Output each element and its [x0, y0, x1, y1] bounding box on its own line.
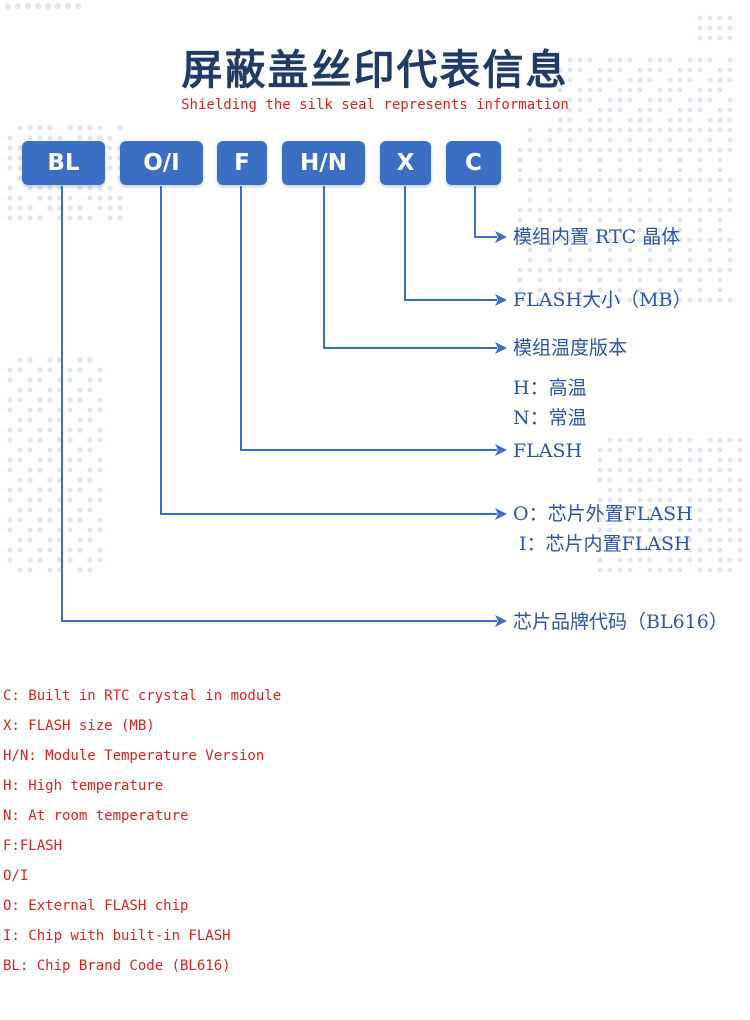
code-box-f: F [217, 141, 267, 185]
arrowhead-c [495, 231, 507, 243]
note-c: C: Built in RTC crystal in module [3, 688, 282, 704]
connector-x [404, 186, 497, 301]
code-box-bl: BL [22, 141, 105, 185]
connector-c [474, 186, 497, 238]
connector-hn [323, 186, 497, 349]
page-subtitle: Shielding the silk seal represents infor… [181, 97, 569, 113]
connector-oi [160, 186, 497, 515]
arrowhead-oi [495, 508, 507, 520]
connector-lines [61, 186, 507, 627]
arrowhead-bl [495, 615, 507, 627]
page-title: 屏蔽盖丝印代表信息 [181, 46, 569, 94]
label-bl: 芯片品牌代码（BL616） [513, 611, 728, 633]
code-box-x: X [380, 141, 431, 185]
english-notes: C: Built in RTC crystal in module X: FLA… [3, 686, 743, 986]
note-n: N: At room temperature [3, 808, 189, 824]
note-x: X: FLASH size (MB) [3, 718, 155, 734]
code-box-hn: H/N [282, 141, 365, 185]
note-oi: O/I [3, 868, 29, 884]
note-bl: BL: Chip Brand Code (BL616) [3, 958, 231, 974]
label-hn: 模组温度版本 [513, 337, 628, 359]
label-c: 模组内置 RTC 晶体 [513, 226, 681, 248]
label-x: FLASH大小（MB） [513, 289, 692, 311]
label-f: FLASH [513, 440, 583, 462]
note-i: I: Chip with built-in FLASH [3, 928, 231, 944]
arrowhead-x [495, 294, 507, 306]
note-h: H: High temperature [3, 778, 164, 794]
connector-bl [61, 186, 497, 622]
connector-f [240, 186, 497, 451]
label-oi-o: O：芯片外置FLASH [513, 503, 693, 525]
label-hn-h: H：高温 [513, 377, 587, 399]
label-hn-n: N：常温 [513, 407, 587, 429]
arrowhead-hn [495, 342, 507, 354]
code-box-c: C [446, 141, 501, 185]
code-box-oi: O/I [120, 141, 203, 185]
note-hn: H/N: Module Temperature Version [3, 748, 265, 764]
label-oi-i: I：芯片内置FLASH [519, 533, 691, 555]
note-o: O: External FLASH chip [3, 898, 189, 914]
note-f: F:FLASH [3, 838, 63, 854]
arrowhead-f [495, 444, 507, 456]
